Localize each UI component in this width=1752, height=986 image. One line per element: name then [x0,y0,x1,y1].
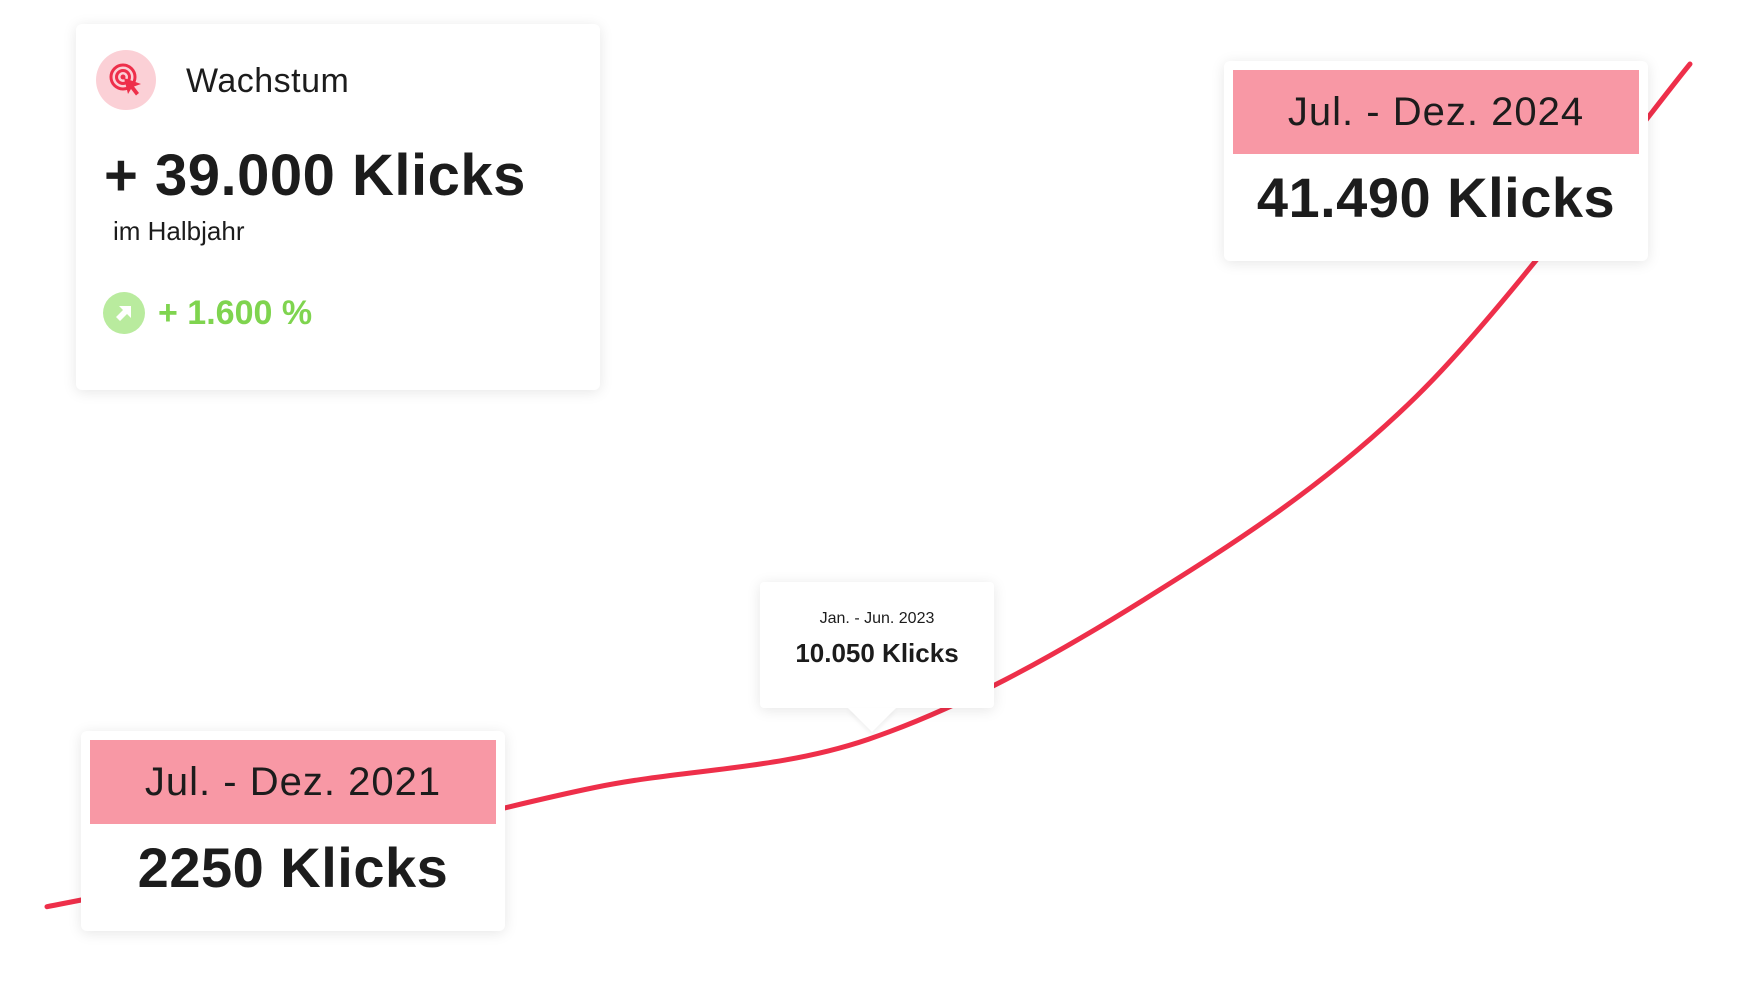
growth-percent: + 1.600 % [158,294,313,332]
arrow-up-right-icon [103,292,145,334]
period-label: Jul. - Dez. 2021 [90,740,496,824]
click-target-icon [96,50,156,110]
data-tooltip: Jan. - Jun. 2023 10.050 Klicks [760,582,994,732]
period-label: Jul. - Dez. 2024 [1233,70,1639,154]
tooltip-period: Jan. - Jun. 2023 [819,610,935,627]
growth-title: Wachstum [186,62,350,100]
growth-value: + 39.000 Klicks [104,143,526,208]
tooltip-pointer [848,708,896,732]
period-card-start: Jul. - Dez. 2021 2250 Klicks [81,731,505,931]
growth-summary-card: Wachstum + 39.000 Klicks im Halbjahr + 1… [76,24,600,390]
tooltip-value: 10.050 Klicks [795,638,959,668]
period-value: 41.490 Klicks [1256,166,1616,229]
period-value: 2250 Klicks [137,836,449,899]
period-card-end: Jul. - Dez. 2024 41.490 Klicks [1224,61,1648,261]
growth-caption: im Halbjahr [113,216,245,246]
